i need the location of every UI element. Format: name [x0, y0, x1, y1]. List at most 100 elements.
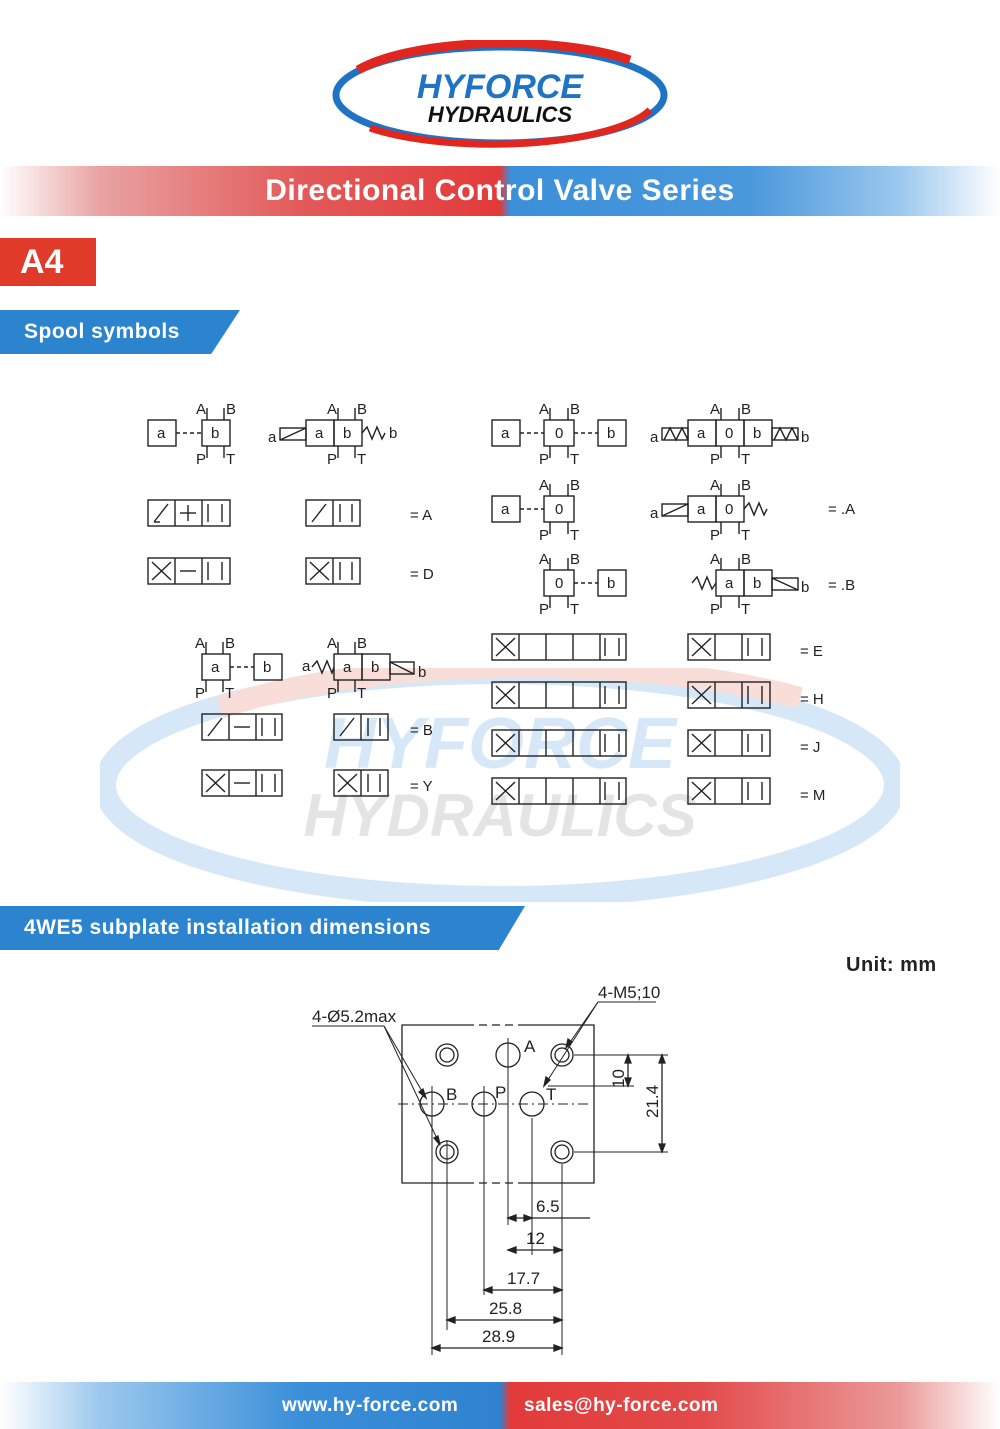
code-dotA: = .A [828, 501, 855, 518]
spool-Y-full [201, 769, 283, 797]
svg-text:a: a [501, 501, 510, 518]
section-header-spool: Spool symbols [0, 310, 240, 354]
svg-text:P: P [195, 685, 205, 702]
spool-A-short [305, 499, 361, 527]
footer-website-link[interactable]: www.hy-force.com [282, 1395, 459, 1416]
svg-text:a: a [268, 429, 277, 446]
svg-text:T: T [357, 685, 366, 702]
code-D: = D [410, 566, 434, 583]
svg-text:T: T [570, 451, 579, 468]
spool-symbol-1: a b A B P T [147, 401, 236, 468]
spool-symbols-diagram: a b A B P T a a b b A B P T a 0 b [147, 401, 855, 805]
svg-text:T: T [570, 601, 579, 618]
svg-text:T: T [357, 451, 366, 468]
dim-28-9: 28.9 [482, 1327, 515, 1346]
svg-text:B: B [226, 401, 236, 418]
svg-text:T: T [225, 685, 234, 702]
svg-text:A: A [710, 401, 720, 418]
svg-text:0: 0 [555, 575, 563, 592]
svg-text:P: P [539, 451, 549, 468]
svg-text:T: T [741, 451, 750, 468]
spool-M [491, 777, 771, 805]
code-B: = B [410, 722, 433, 739]
svg-text:T: T [226, 451, 235, 468]
svg-text:a: a [315, 425, 324, 442]
spool-J [491, 729, 771, 757]
code-E: = E [800, 643, 823, 660]
svg-text:B: B [570, 477, 580, 494]
svg-text:a: a [697, 425, 706, 442]
svg-text:B: B [570, 401, 580, 418]
hole-top-left [435, 1043, 459, 1067]
logo-line1: HYFORCE [417, 68, 585, 106]
svg-text:P: P [710, 601, 720, 618]
svg-text:b: b [343, 425, 351, 442]
code-M: = M [800, 787, 825, 804]
port-label-B: B [446, 1085, 457, 1104]
svg-text:a: a [725, 575, 734, 592]
svg-text:A: A [196, 401, 206, 418]
svg-text:b: b [607, 575, 615, 592]
dim-25-8: 25.8 [489, 1299, 522, 1318]
subplate-dimension-drawing: 10 21.4 6.5 12 17.7 25.8 28.9 A B P T 4-… [312, 983, 668, 1355]
svg-text:A: A [539, 401, 549, 418]
spool-symbol-dotB-2: a b b A B P T [691, 551, 809, 618]
svg-text:A: A [710, 477, 720, 494]
svg-text:T: T [741, 527, 750, 544]
footer-band [0, 1382, 1000, 1429]
svg-text:A: A [195, 635, 205, 652]
footer-email-link[interactable]: sales@hy-force.com [524, 1395, 719, 1416]
svg-text:B: B [741, 551, 751, 568]
svg-text:a: a [343, 659, 352, 676]
svg-text:B: B [741, 477, 751, 494]
svg-text:a: a [650, 429, 659, 446]
svg-text:a: a [157, 425, 166, 442]
svg-text:A: A [710, 551, 720, 568]
svg-text:B: B [357, 401, 367, 418]
dim-6-5: 6.5 [536, 1197, 560, 1216]
spool-B-short [333, 713, 389, 741]
svg-text:b: b [263, 659, 271, 676]
svg-text:A: A [327, 401, 337, 418]
svg-text:0: 0 [555, 425, 563, 442]
svg-text:b: b [801, 579, 809, 596]
spool-B-full [201, 713, 283, 741]
svg-text:P: P [196, 451, 206, 468]
svg-text:T: T [741, 601, 750, 618]
svg-text:b: b [371, 659, 379, 676]
svg-text:B: B [741, 401, 751, 418]
svg-text:a: a [501, 425, 510, 442]
callout-threads: 4-M5;10 [598, 983, 660, 1002]
logo-line2: HYDRAULICS [428, 102, 573, 127]
svg-text:P: P [327, 685, 337, 702]
unit-label: Unit: mm [846, 954, 937, 976]
svg-text:T: T [570, 527, 579, 544]
svg-text:0: 0 [725, 425, 733, 442]
svg-text:b: b [753, 575, 761, 592]
spool-symbol-2: a a b b A B P T [268, 401, 397, 468]
spool-symbol-4: a a 0 b b A B P T [650, 401, 809, 468]
svg-text:a: a [211, 659, 220, 676]
dim-17-7: 17.7 [507, 1269, 540, 1288]
svg-text:0: 0 [725, 501, 733, 518]
svg-text:a: a [697, 501, 706, 518]
spool-D-full [147, 557, 231, 585]
port-label-T: T [546, 1085, 556, 1104]
spool-E [491, 633, 771, 661]
svg-text:A: A [539, 477, 549, 494]
title-banner [0, 166, 1000, 216]
model-badge: A4 [0, 238, 96, 286]
svg-text:P: P [710, 451, 720, 468]
svg-text:b: b [607, 425, 615, 442]
spool-D-short [305, 557, 361, 585]
svg-text:P: P [327, 451, 337, 468]
dim-12: 12 [526, 1229, 545, 1248]
hole-bottom-right [550, 1140, 574, 1164]
svg-text:P: P [539, 527, 549, 544]
svg-text:B: B [570, 551, 580, 568]
port-label-P: P [495, 1083, 506, 1102]
dim-10: 10 [609, 1069, 628, 1088]
dim-21-4: 21.4 [643, 1085, 662, 1118]
svg-text:b: b [389, 425, 397, 442]
code-H: = H [800, 691, 824, 708]
